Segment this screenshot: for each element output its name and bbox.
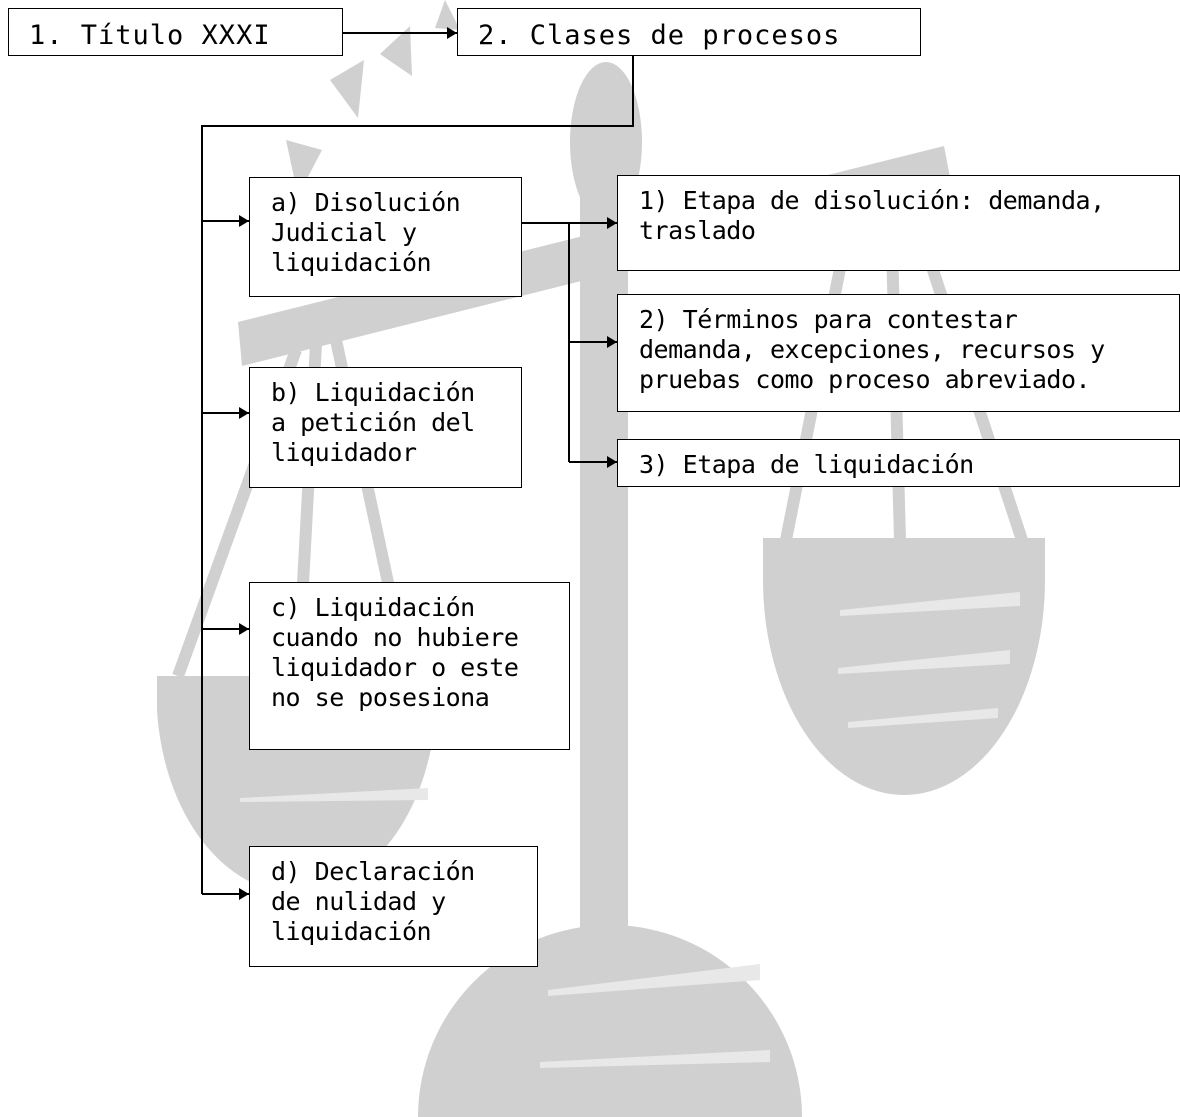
stage-3-text: 3) Etapa de liquidación — [639, 450, 974, 479]
stage-box-1: 1) Etapa de disolución: demanda, traslad… — [617, 175, 1180, 271]
classes-box: 2. Clases de procesos — [457, 8, 921, 56]
stage-box-2: 2) Términos para contestar demanda, exce… — [617, 294, 1180, 412]
title-box: 1. Título XXXI — [8, 8, 343, 56]
branch-c-text: c) Liquidación cuando no hubiere liquida… — [271, 593, 519, 712]
title-box-text: 1. Título XXXI — [29, 20, 271, 51]
branch-box-c: c) Liquidación cuando no hubiere liquida… — [249, 582, 570, 750]
branch-d-text: d) Declaración de nulidad y liquidación — [271, 857, 475, 946]
stage-1-text: 1) Etapa de disolución: demanda, traslad… — [639, 186, 1105, 245]
branch-box-a: a) Disolución Judicial y liquidación — [249, 177, 522, 297]
classes-box-text: 2. Clases de procesos — [478, 20, 841, 51]
branch-box-b: b) Liquidación a petición del liquidador — [249, 367, 522, 488]
branch-box-d: d) Declaración de nulidad y liquidación — [249, 846, 538, 967]
branch-b-text: b) Liquidación a petición del liquidador — [271, 378, 475, 467]
stage-2-text: 2) Términos para contestar demanda, exce… — [639, 305, 1105, 394]
branch-a-text: a) Disolución Judicial y liquidación — [271, 188, 461, 277]
stage-box-3: 3) Etapa de liquidación — [617, 439, 1180, 487]
connector-classes-down — [201, 56, 634, 894]
